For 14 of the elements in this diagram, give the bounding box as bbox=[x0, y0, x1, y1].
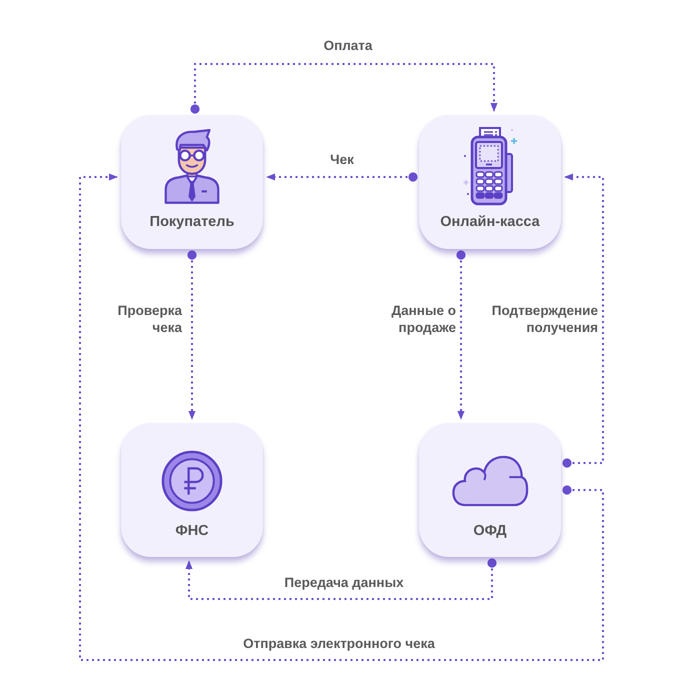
node-label: Онлайн-касса bbox=[439, 213, 541, 231]
rounded-card bbox=[121, 115, 263, 249]
dotted-arrow bbox=[187, 250, 197, 420]
dotted-arrow bbox=[190, 63, 498, 114]
node-label: ОФД bbox=[472, 522, 508, 540]
dotted-arrow bbox=[266, 172, 418, 182]
node-label: Покупатель bbox=[148, 213, 236, 231]
dotted-arrow bbox=[456, 250, 466, 420]
rounded-card bbox=[419, 115, 561, 249]
dotted-arrow bbox=[562, 173, 604, 468]
node-label: ФНС bbox=[174, 522, 210, 540]
dotted-arrow bbox=[185, 558, 497, 600]
rounded-card bbox=[121, 423, 263, 557]
rounded-card bbox=[419, 423, 561, 557]
